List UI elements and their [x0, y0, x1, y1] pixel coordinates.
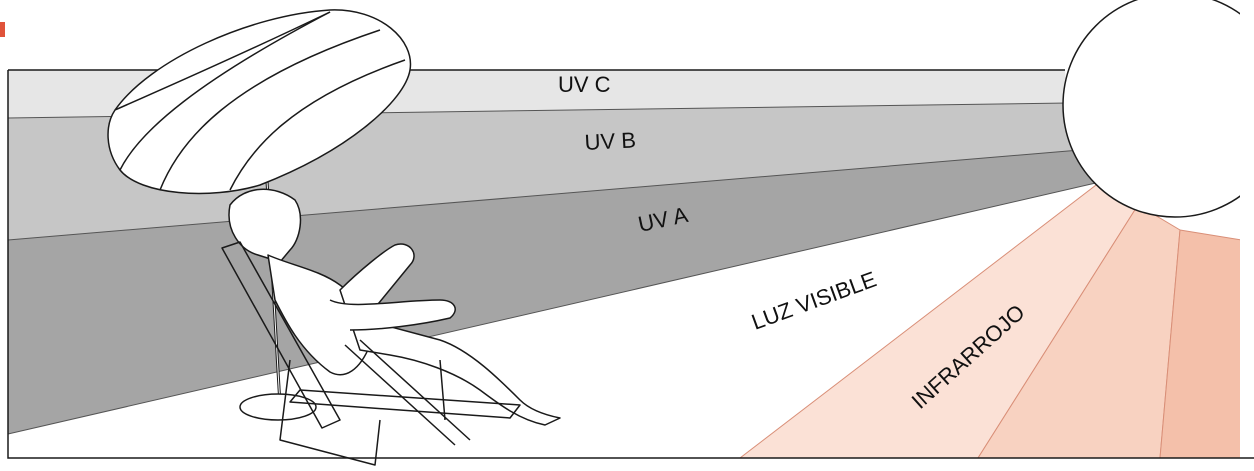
infrared-ray-3: [1159, 229, 1254, 459]
uv-c-label: UV C: [558, 72, 611, 97]
sun-icon: [1062, 0, 1254, 218]
beach-umbrella-icon: [107, 9, 412, 421]
corner-marker: [0, 22, 5, 37]
sunbather-icon: [228, 188, 561, 426]
lounge-chair-icon: [221, 241, 521, 466]
uv-b-label: UV B: [584, 127, 637, 155]
